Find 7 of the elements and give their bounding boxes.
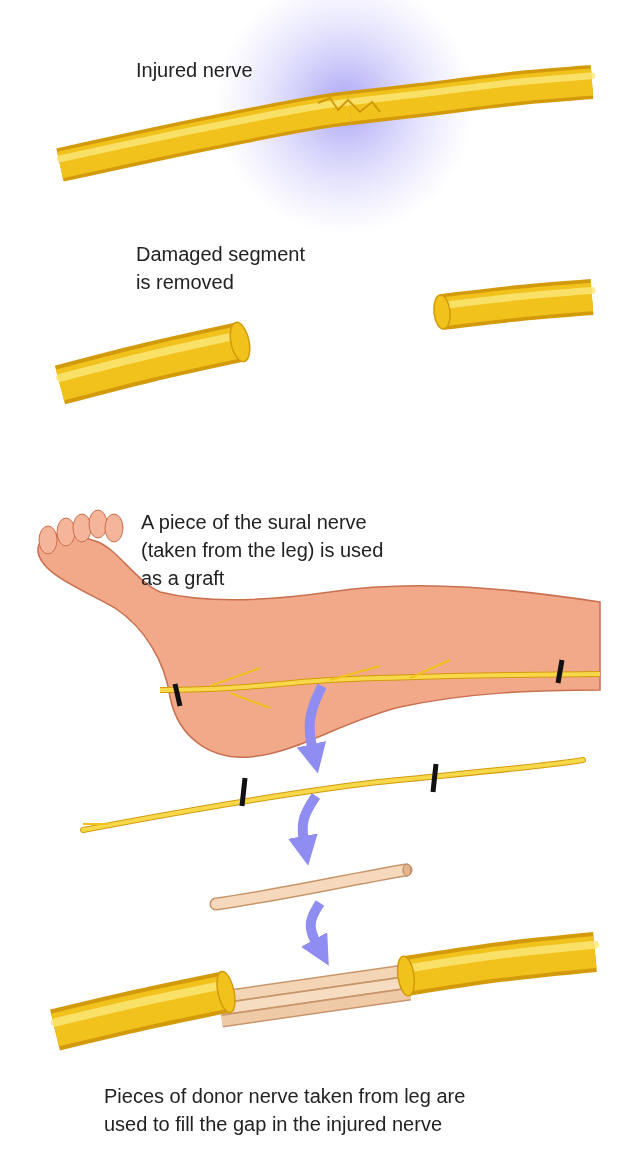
arrow: [301, 900, 329, 966]
caption-text: Injured nerve: [136, 58, 254, 83]
arrow: [296, 683, 327, 774]
caption-text: A piece of the sural nerve (taken from the leg) is used as a graft: [141, 510, 385, 591]
caption-text: Pieces of donor nerve taken from leg are used to fill the gap in the injured nerve: [104, 1084, 467, 1137]
caption-text: Damaged segment is removed: [136, 242, 306, 295]
arrow: [288, 793, 321, 866]
